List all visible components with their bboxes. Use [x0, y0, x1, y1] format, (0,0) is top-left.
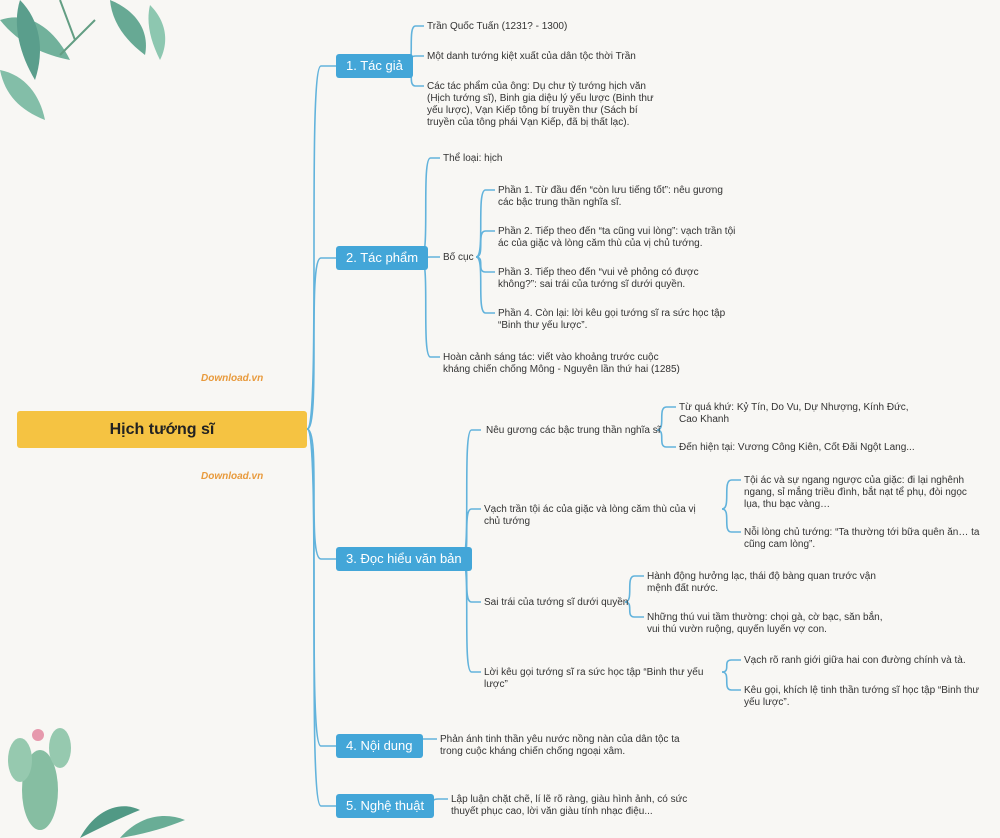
- root-node[interactable]: Hịch tướng sĩ: [17, 411, 307, 448]
- connector-line: [721, 479, 741, 510]
- connector-line: [475, 189, 495, 258]
- root-branch-connector: [306, 65, 336, 430]
- leaf-vach-tran: Vạch trần tội ác của giặc và lòng căm th…: [484, 504, 696, 527]
- connector-line: [475, 230, 495, 258]
- leaf-bo-cuc-phan-3: Phần 3. Tiếp theo đến “vui vẻ phỏng có đ…: [498, 267, 699, 290]
- leaf-tac-gia-1: Trần Quốc Tuấn (1231? - 1300): [427, 21, 568, 32]
- leaf-decoration-top-left: [0, 0, 166, 120]
- leaf-bo-cuc-phan-1: Phần 1. Từ đầu đến “còn lưu tiếng tốt”: …: [498, 185, 723, 208]
- connector-line: [656, 406, 676, 431]
- leaf-vach-ro: Vạch rõ ranh giới giữa hai con đường chí…: [744, 655, 966, 666]
- connector-line: [721, 671, 741, 691]
- connector-line: [624, 601, 644, 618]
- leaf-sai-trai: Sai trái của tướng sĩ dưới quyền: [484, 597, 629, 608]
- watermark-logo: Download.vn: [201, 373, 264, 384]
- branch-tac-pham[interactable]: 2. Tác phẩm: [336, 246, 429, 270]
- connector-line: [420, 157, 440, 259]
- branch-noi-dung[interactable]: 4. Nội dung: [336, 734, 423, 758]
- leaf-the-loai: Thể loại: hịch: [443, 153, 503, 164]
- leaf-hoan-canh: Hoàn cảnh sáng tác: viết vào khoảng trướ…: [443, 352, 680, 375]
- leaf-bo-cuc: Bố cục: [443, 252, 474, 263]
- branch-tac-gia[interactable]: 1. Tác giả: [336, 54, 413, 78]
- leaf-tac-gia-3: Các tác phẩm của ông: Dụ chư tỳ tướng hị…: [427, 81, 654, 128]
- connector-line: [624, 575, 644, 603]
- root-branch-connector: [306, 428, 336, 747]
- cactus-decoration-bottom-left: [8, 728, 185, 838]
- root-branch-connector: [306, 257, 336, 430]
- leaf-bo-cuc-phan-4: Phần 4. Còn lại: lời kêu gọi tướng sĩ ra…: [498, 308, 726, 331]
- connector-line: [721, 508, 741, 533]
- leaf-qua-khu: Từ quá khứ: Kỷ Tín, Do Vu, Dự Nhượng, Kí…: [679, 402, 909, 425]
- leaf-noi-dung: Phản ánh tinh thần yêu nước nồng nàn của…: [440, 734, 680, 757]
- branch-doc-hieu[interactable]: 3. Đọc hiểu văn bản: [336, 547, 472, 571]
- leaf-nghe-thuat: Lập luận chặt chẽ, lí lẽ rõ ràng, giàu h…: [451, 794, 688, 817]
- leaf-hanh-dong: Hành động hưởng lạc, thái độ bàng quan t…: [647, 571, 876, 594]
- leaf-bo-cuc-phan-2: Phần 2. Tiếp theo đến “ta cũng vui lòng”…: [498, 226, 736, 249]
- leaf-thu-vui: Những thú vui tầm thường: chọi gà, cờ bạ…: [647, 612, 883, 635]
- leaf-tac-gia-2: Một danh tướng kiệt xuất của dân tộc thờ…: [427, 51, 636, 62]
- root-branch-connector: [306, 428, 336, 807]
- leaf-neu-guong: Nêu gương các bậc trung thần nghĩa sĩ: [486, 425, 661, 436]
- connector-line: [475, 256, 495, 314]
- connector-line: [721, 659, 741, 673]
- leaf-loi-keu-goi: Lời kêu gọi tướng sĩ ra sức học tập “Bin…: [484, 667, 704, 690]
- leaf-hien-tai: Đến hiện tại: Vương Công Kiên, Cốt Đãi N…: [679, 442, 915, 453]
- branch-nghe-thuat[interactable]: 5. Nghệ thuật: [336, 794, 435, 818]
- root-label: Hịch tướng sĩ: [109, 420, 215, 438]
- connector-line: [420, 257, 440, 358]
- watermark-logo: Download.vn: [201, 471, 264, 482]
- leaf-khich-le: Kêu gọi, khích lệ tinh thần tướng sĩ học…: [744, 685, 980, 708]
- leaf-noi-long: Nỗi lòng chủ tướng: “Ta thường tới bữa q…: [744, 527, 980, 550]
- connector-line: [461, 429, 481, 560]
- connector-line: [656, 429, 676, 448]
- leaf-toi-ac: Tội ác và sự ngang ngược của giặc: đi lạ…: [744, 475, 967, 510]
- connector-line: [461, 558, 481, 673]
